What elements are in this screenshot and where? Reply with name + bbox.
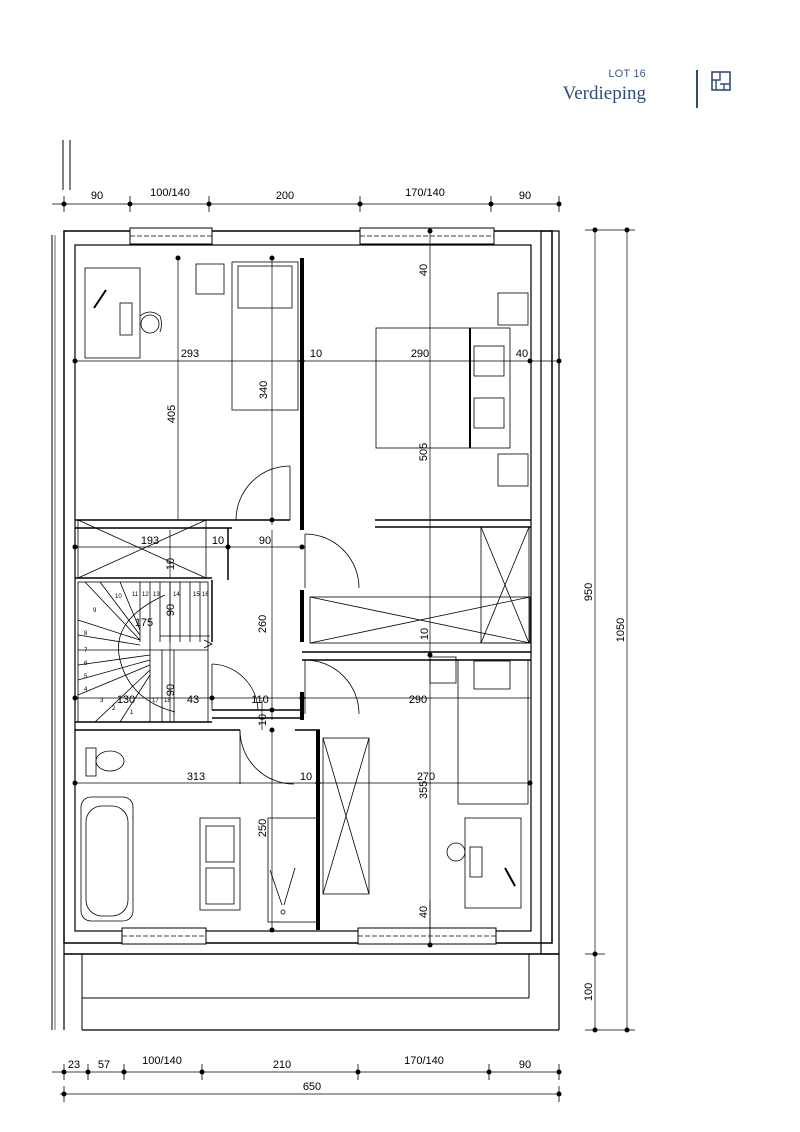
doors [211,465,360,785]
svg-text:11: 11 [132,592,139,598]
svg-text:1050: 1050 [615,618,627,642]
svg-text:100: 100 [583,983,595,1001]
svg-text:17: 17 [152,698,159,704]
svg-text:100/140: 100/140 [150,187,190,199]
svg-text:293: 293 [181,348,199,360]
svg-text:23: 23 [68,1059,80,1071]
room-dimensions: 293 405 340 10 290 40 40 505 193 10 90 1… [117,264,528,918]
svg-text:40: 40 [516,348,528,360]
svg-text:170/140: 170/140 [404,1055,444,1067]
svg-text:15: 15 [193,592,200,598]
svg-text:210: 210 [273,1059,291,1071]
svg-text:100/140: 100/140 [142,1055,182,1067]
svg-text:10: 10 [115,594,122,600]
svg-text:90: 90 [165,604,177,616]
svg-text:57: 57 [98,1059,110,1071]
svg-text:10: 10 [300,771,312,783]
svg-text:43: 43 [187,694,199,706]
svg-text:340: 340 [258,381,270,399]
svg-text:405: 405 [166,405,178,423]
svg-text:90: 90 [165,684,177,696]
svg-text:13: 13 [153,592,160,598]
right-dimensions: 950 100 1050 [583,583,627,1001]
floor-title: Verdieping [562,83,646,104]
svg-text:7: 7 [84,648,88,654]
svg-text:260: 260 [257,615,269,633]
svg-text:290: 290 [411,348,429,360]
svg-text:505: 505 [418,443,430,461]
lot-label: LOT 16 [608,68,646,80]
svg-text:12: 12 [142,592,149,598]
svg-text:90: 90 [91,190,103,202]
plan-header: LOT 16 Verdieping [560,66,760,110]
svg-text:10: 10 [310,348,322,360]
svg-text:90: 90 [259,535,271,547]
left-boundary-lines [51,140,71,1030]
svg-text:3: 3 [100,698,104,704]
svg-text:90: 90 [519,1059,531,1071]
svg-text:290: 290 [409,694,427,706]
svg-text:250: 250 [257,819,269,837]
svg-text:2: 2 [112,706,116,712]
svg-text:14: 14 [173,592,180,598]
svg-text:40: 40 [418,906,430,918]
outer-walls [63,230,560,1031]
svg-text:175: 175 [135,617,153,629]
svg-text:18: 18 [164,698,171,704]
dimension-lines [52,203,635,1095]
svg-text:193: 193 [141,535,159,547]
wardrobes [77,519,531,895]
svg-text:8: 8 [84,631,88,637]
bottom-dimensions: 23 57 100/140 210 170/140 90 650 [68,1055,531,1093]
svg-text:9: 9 [93,608,97,614]
top-dimensions: 90 100/140 200 170/140 90 [91,187,531,202]
svg-text:40: 40 [418,264,430,276]
svg-text:355: 355 [418,781,430,799]
svg-text:5: 5 [84,674,88,680]
svg-text:10: 10 [212,535,224,547]
floor-plan-icon [711,71,731,91]
dimension-ticks [63,196,560,1102]
svg-text:10: 10 [419,628,431,640]
svg-text:4: 4 [84,687,88,693]
svg-text:10: 10 [257,714,269,726]
svg-text:110: 110 [251,694,269,706]
svg-text:10: 10 [165,558,177,570]
svg-text:200: 200 [276,190,294,202]
svg-text:90: 90 [519,190,531,202]
svg-text:650: 650 [303,1081,321,1093]
dimension-nodes [61,201,630,1097]
svg-text:313: 313 [187,771,205,783]
svg-text:270: 270 [417,771,435,783]
stair-step-numbers: 9 10 11 12 13 14 15 16 8 7 6 5 4 3 2 1 1… [84,592,209,716]
staircase [77,581,213,723]
header-divider [696,70,698,108]
svg-text:170/140: 170/140 [405,187,445,199]
svg-text:1: 1 [130,710,134,716]
svg-text:16: 16 [202,592,209,598]
svg-text:6: 6 [84,661,88,667]
svg-text:130: 130 [117,694,135,706]
svg-text:950: 950 [583,583,595,601]
windows [121,227,497,945]
furniture [80,261,529,923]
